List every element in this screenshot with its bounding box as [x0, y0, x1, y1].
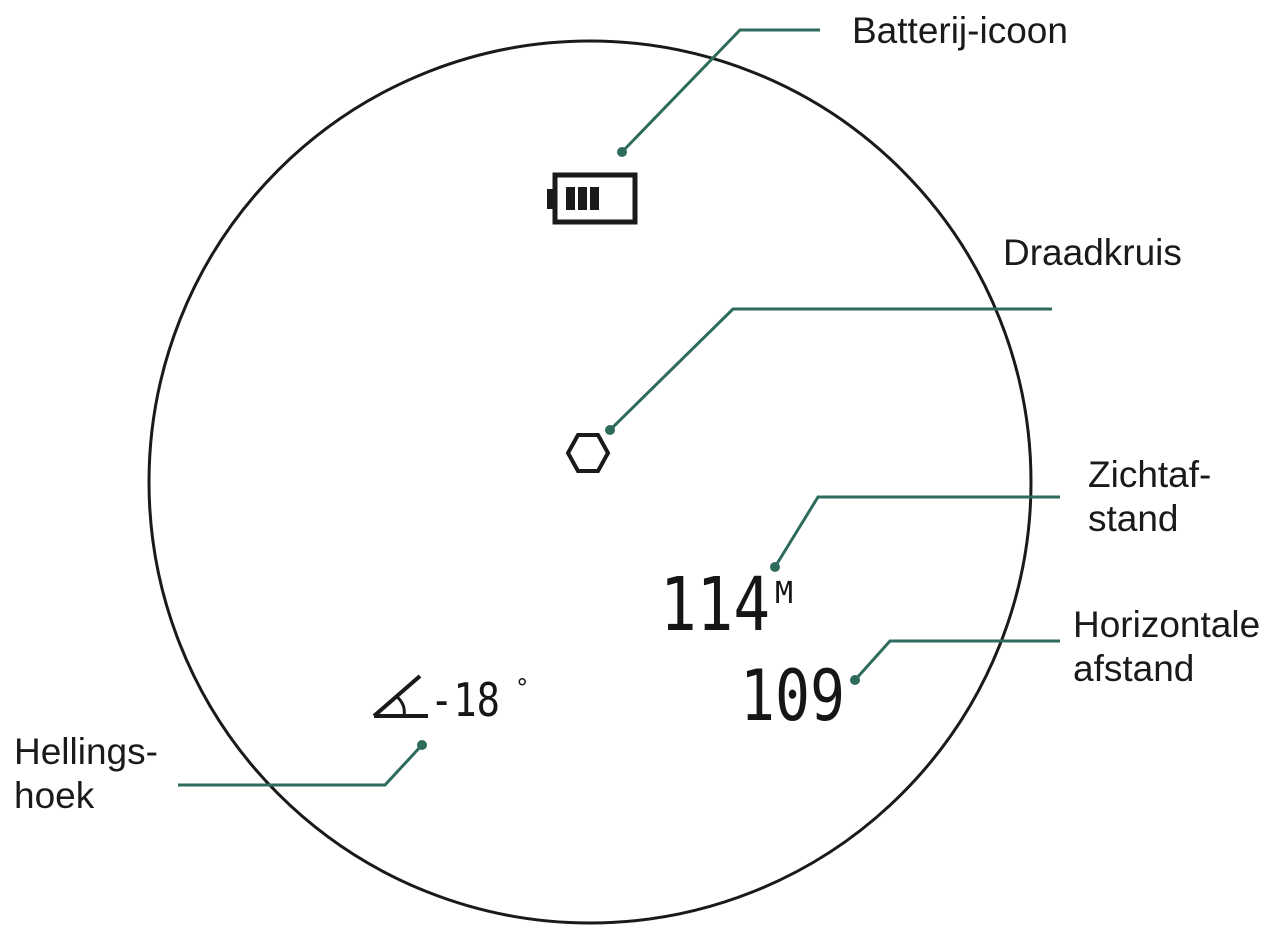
battery-label: Batterij-icoon — [852, 10, 1068, 51]
horizontal-distance-label-line2: afstand — [1073, 648, 1194, 689]
horizontal-distance-value: 109 — [740, 655, 845, 737]
leader-lines — [178, 28, 1060, 787]
slope-angle-leader — [178, 743, 424, 787]
slope-angle-icon — [372, 674, 428, 718]
slope-angle-label-line2: hoek — [14, 775, 95, 816]
line-of-sight-label-line1: Zichtaf- — [1088, 454, 1211, 495]
reticle-leader-dot — [605, 425, 615, 435]
battery-bar — [566, 187, 575, 210]
slope-angle-label-line1: Hellings- — [14, 731, 158, 772]
horizontal-distance-leader-dot — [850, 675, 860, 685]
reticle-icon — [565, 433, 611, 473]
line-of-sight-leader-dot — [770, 562, 780, 572]
line-of-sight-leader — [773, 495, 1060, 568]
line-of-sight-label-line2: stand — [1088, 498, 1179, 539]
reticle-leader — [608, 307, 1052, 432]
line-of-sight-unit: M — [775, 576, 793, 611]
battery-bar — [578, 187, 587, 210]
battery-bar — [590, 187, 599, 210]
slope-angle-unit: ° — [515, 674, 529, 702]
battery-icon — [547, 172, 638, 225]
viewfinder-circle — [147, 39, 1033, 925]
battery-level-bars — [566, 187, 599, 210]
battery-leader — [620, 28, 820, 154]
horizontal-distance-leader — [853, 639, 1060, 682]
line-of-sight-value: 114 — [660, 562, 770, 648]
battery-leader-dot — [617, 147, 627, 157]
leader-dots — [417, 147, 860, 750]
reticle-label: Draadkruis — [1003, 232, 1182, 273]
slope-angle-leader-dot — [417, 740, 427, 750]
slope-angle-value: -18 — [430, 673, 500, 727]
horizontal-distance-label-line1: Horizontale — [1073, 604, 1260, 645]
